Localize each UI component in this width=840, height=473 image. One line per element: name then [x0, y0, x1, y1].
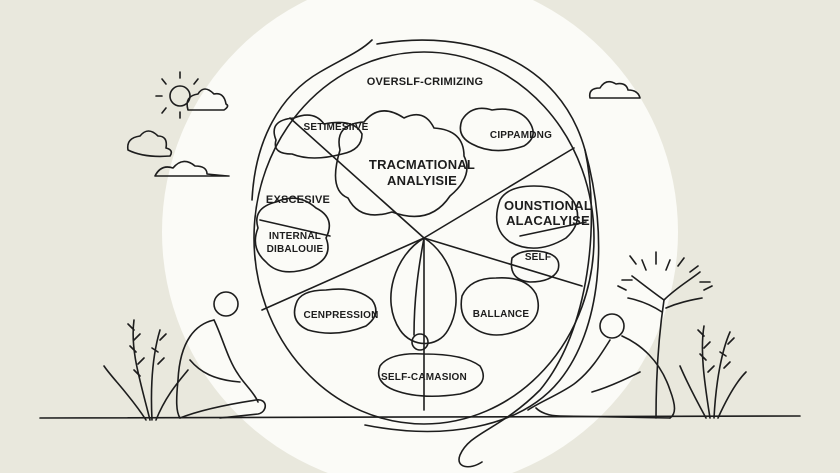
segment-label-left: EXSCESIVE	[265, 194, 331, 206]
segment-label-lower-left: CENPRESSION	[303, 310, 379, 321]
bubble-outline	[377, 352, 485, 398]
plant-right	[679, 325, 747, 419]
segment-label-upper-right: CIPPAMDNG	[489, 130, 553, 141]
person-right	[527, 313, 676, 419]
bubble-outline	[495, 185, 579, 249]
segment-label-center: TRACMATIONAL ANALYISIE	[352, 157, 492, 189]
bubble-outline	[334, 110, 468, 218]
bubble-outline	[293, 288, 377, 334]
segment-label-left-inner: INTERNAL DIBALOUIE	[262, 230, 328, 256]
segment-label-upper-left: SETIMESIIVE	[303, 122, 369, 133]
outer-ring	[364, 39, 600, 433]
segment-label-top: OVERSLF-CRIMIZING	[366, 76, 484, 88]
segment-label-left-inner-line-1: INTERNAL	[268, 231, 322, 242]
cloud-icon	[186, 88, 229, 111]
bubble-outline	[460, 277, 540, 336]
bubble-outline	[273, 114, 363, 159]
bubble-outline	[510, 250, 560, 283]
segment-label-lower-right: BALLANCE	[472, 309, 530, 320]
inner-circle	[253, 51, 595, 425]
segment-label-left-inner-line-2: DIBALOUIE	[266, 244, 324, 255]
cloud-icon	[154, 160, 230, 177]
plant-left	[103, 319, 189, 421]
cloud-icon	[588, 80, 641, 99]
segment-label-right-line-2: ALACALYISE	[506, 213, 590, 228]
segment-label-center-line-2: ANALYISIE	[387, 173, 457, 188]
segment-label-center-line-1: TRACMATIONAL	[368, 157, 476, 172]
segment-label-right-line-1: OUNSTIONAL	[504, 198, 592, 213]
heart-loop	[390, 237, 457, 345]
bubble-outline	[254, 197, 331, 273]
sun-icon	[155, 71, 199, 119]
ground-line	[39, 415, 801, 419]
cloud-icon	[126, 130, 173, 158]
segment-label-right-inner: SELF	[524, 252, 552, 263]
segment-label-bottom: SELF-CAMASION	[381, 372, 467, 383]
person-left	[175, 291, 267, 419]
segment-label-right: OUNSTIONAL ALACALYISE	[488, 198, 608, 228]
tree-right	[617, 251, 713, 419]
bubble-outline	[459, 107, 534, 152]
